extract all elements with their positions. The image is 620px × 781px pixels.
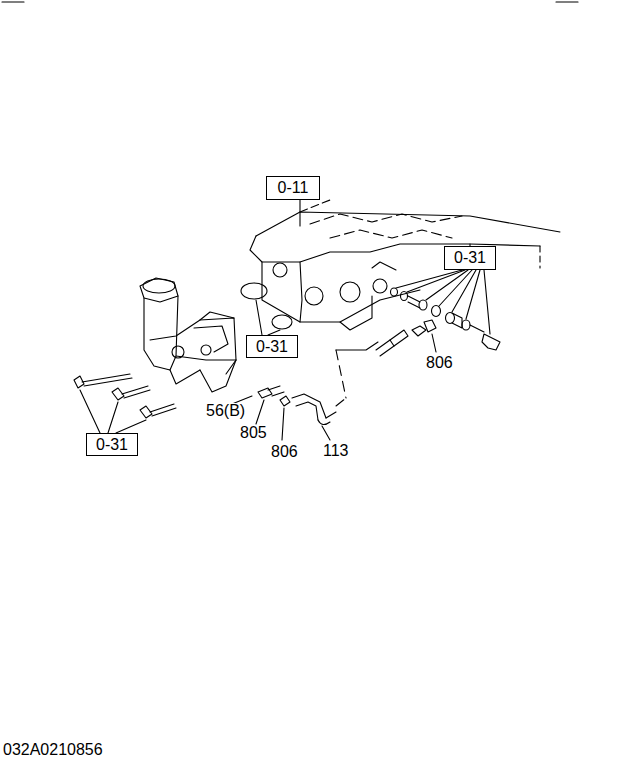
reference-box: 0-11 <box>266 176 320 200</box>
reference-box: 0-31 <box>86 433 138 456</box>
reference-box: 0-31 <box>246 335 298 358</box>
reference-text: 0-31 <box>96 437 128 453</box>
reference-text: 0-11 <box>278 180 309 196</box>
callout-number: 113 <box>322 443 350 459</box>
reference-text: 0-31 <box>454 250 486 266</box>
reference-text: 0-31 <box>256 339 288 355</box>
drawing-number: 032A0210856 <box>2 742 104 758</box>
callout-number: 806 <box>425 355 454 371</box>
callout-number: 56(B) <box>205 403 246 419</box>
callout-number: 806 <box>270 444 299 460</box>
reference-box: 0-31 <box>444 246 496 270</box>
callout-number: 805 <box>239 425 268 441</box>
